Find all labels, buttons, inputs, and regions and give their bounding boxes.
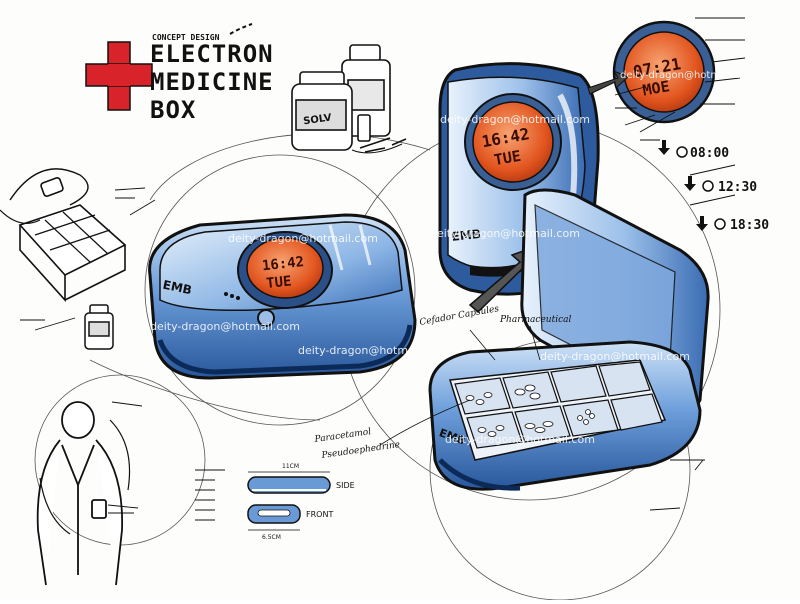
- red-cross-icon: [85, 41, 153, 111]
- label-cefador: Cefador Capsules: [419, 304, 500, 328]
- watermark: deity-dragon@hotmail.com: [150, 320, 300, 333]
- front-view-label: FRONT: [306, 510, 333, 519]
- depth-dimension: 6.5CM: [262, 534, 281, 541]
- schedule-list: 08:00 12:30 18:30: [658, 140, 769, 233]
- label-pharmaceutical: Pharmaceutical: [499, 315, 571, 325]
- device-button: [257, 309, 275, 327]
- device-screen-time: 16:42: [261, 254, 305, 274]
- title-line-box: BOX: [150, 96, 196, 124]
- standing-screen-day: TUE: [493, 147, 523, 169]
- concept-design-label: CONCEPT DESIGN: [152, 33, 220, 42]
- annotation-scribbles: [20, 86, 736, 521]
- person-with-device-sketch: [36, 401, 131, 586]
- detail-screen: 07:21 MOE: [587, 17, 746, 124]
- pills: [465, 384, 595, 437]
- title-line-medicine: MEDICINE: [150, 68, 274, 96]
- watermark: deity-dragon@hotmail.com: [298, 344, 448, 357]
- device-open: EMB: [428, 188, 710, 491]
- device-screen: [246, 237, 324, 299]
- schedule-time-2: 12:30: [718, 180, 757, 195]
- label-paracetamol: Paracetamol: [313, 427, 372, 445]
- schedule-item: 18:30: [696, 216, 769, 233]
- small-bottle-sketch: [84, 304, 114, 350]
- schedule-time-3: 18:30: [730, 218, 769, 233]
- side-view-label: SIDE: [336, 481, 355, 490]
- detail-screen-day: MOE: [641, 77, 671, 99]
- device-screen-day: TUE: [265, 273, 292, 292]
- device-brand-label: EMB: [162, 278, 194, 298]
- watermark: deity-dragon@hotmail.com: [228, 232, 378, 245]
- schedule-item: 08:00: [658, 140, 729, 161]
- standing-device-brand: EMB: [451, 227, 482, 244]
- main-device-closed: 16:42 TUE EMB: [148, 213, 417, 380]
- watermark: deity-dragon@hotmail.com: [440, 113, 590, 126]
- pill-organizer-thumbnail: [0, 168, 127, 303]
- title-line-electron: ELECTRON: [150, 40, 274, 68]
- schedule-item: 12:30: [684, 176, 757, 195]
- medicine-bottles-sketch: SOLV: [291, 44, 407, 154]
- schedule-time-1: 08:00: [690, 146, 729, 161]
- bottle-label: SOLV: [303, 112, 333, 127]
- watermark: deity-dragon@hotmail.com: [445, 433, 595, 446]
- label-pseudoephedrine: Pseudoephedrine: [320, 440, 401, 461]
- standing-device-screen: [472, 101, 554, 183]
- watermark: deity-dragon@hotmail.com: [620, 70, 756, 81]
- width-dimension: 11CM: [282, 463, 299, 470]
- watermark: deity-dragon@hotmail.com: [430, 227, 580, 240]
- dimension-views: 11CM SIDE FRONT 6.5CM: [247, 463, 355, 541]
- watermark: deity-dragon@hotmail.com: [540, 350, 690, 363]
- title-block: CONCEPT DESIGN ELECTRON MEDICINE BOX: [150, 23, 274, 124]
- watermarks: deity-dragon@hotmail.com deity-dragon@ho…: [150, 70, 756, 446]
